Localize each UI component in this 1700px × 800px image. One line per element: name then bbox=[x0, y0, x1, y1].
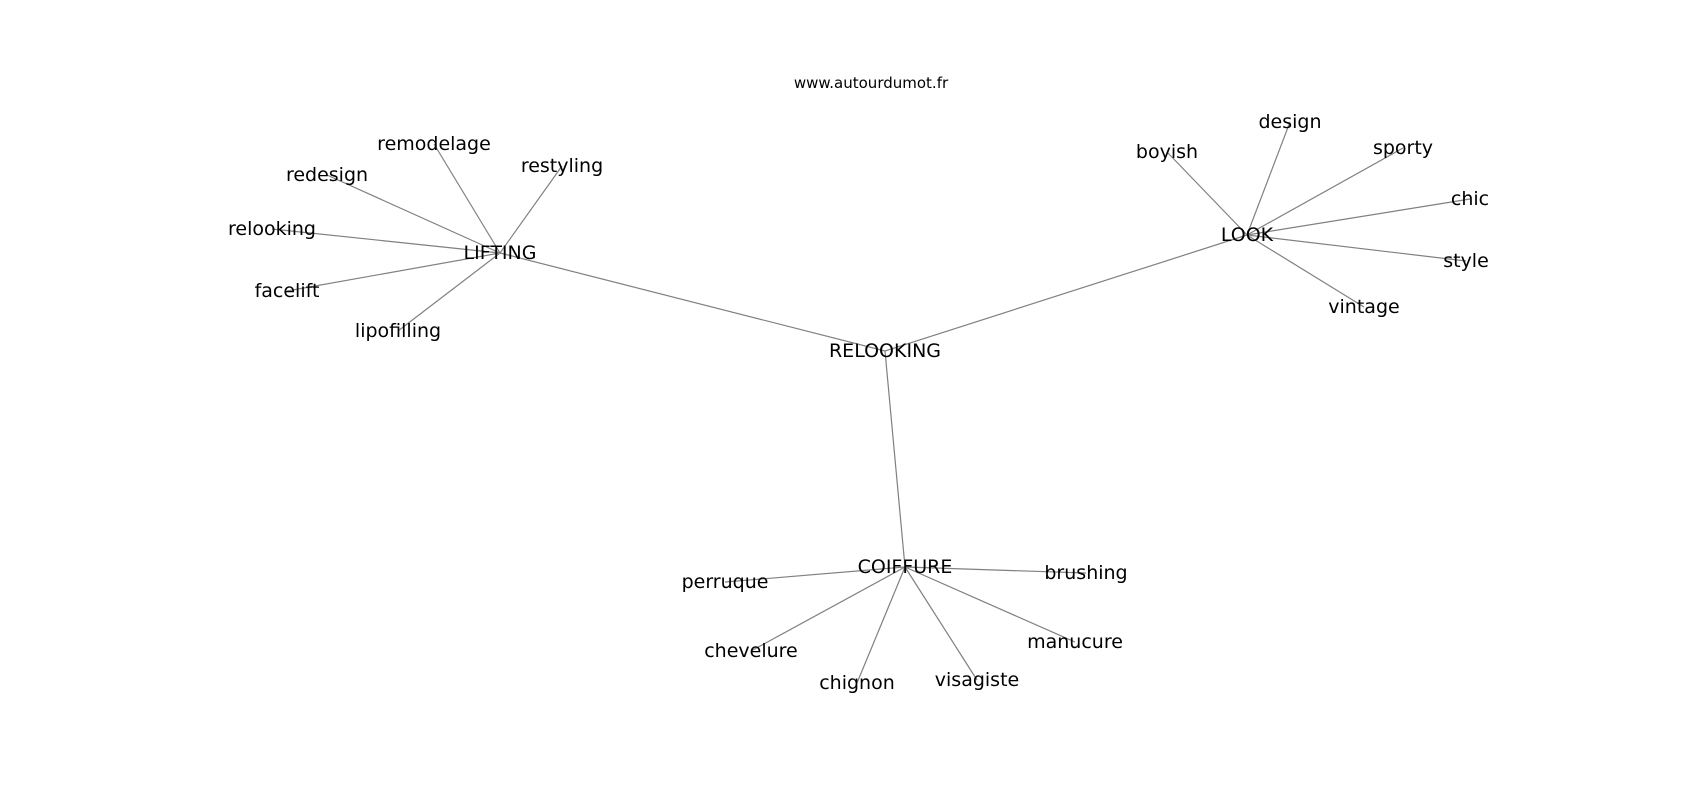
edge-lifting-relooking bbox=[271, 228, 501, 254]
node-label-perruque: perruque bbox=[682, 571, 769, 593]
edge-look-vintage bbox=[1246, 234, 1365, 308]
node-label-relooking_c: RELOOKING bbox=[829, 340, 941, 362]
node-label-lipofilling: lipofilling bbox=[355, 320, 441, 342]
edge-lifting-remodelage bbox=[433, 143, 501, 254]
node-label-boyish: boyish bbox=[1136, 141, 1198, 163]
edge-look-sporty bbox=[1246, 147, 1404, 236]
labels-layer: RELOOKING LIFTING LOOK COIFFURE remodelage re… bbox=[228, 111, 1489, 694]
node-label-chevelure: chevelure bbox=[704, 640, 798, 662]
edge-lifting-redesign bbox=[326, 174, 501, 254]
node-label-vintage: vintage bbox=[1328, 296, 1399, 318]
watermark-text: www.autourdumot.fr bbox=[794, 74, 949, 92]
node-label-redesign: redesign bbox=[286, 164, 368, 186]
edge-coiffure-chignon bbox=[856, 566, 906, 684]
edge-coiffure-brushing bbox=[904, 566, 1087, 574]
edge-relooking_c-look bbox=[884, 234, 1248, 352]
node-label-style: style bbox=[1443, 250, 1489, 272]
node-label-look: LOOK bbox=[1221, 224, 1274, 246]
node-label-relooking: relooking bbox=[228, 218, 316, 240]
node-label-brushing: brushing bbox=[1044, 562, 1127, 584]
edge-lifting-restyling bbox=[499, 165, 563, 254]
edge-lifting-lipofilling bbox=[397, 252, 501, 332]
edge-lifting-facelift bbox=[286, 252, 501, 292]
node-label-design: design bbox=[1258, 111, 1321, 133]
node-label-chic: chic bbox=[1451, 188, 1489, 210]
node-label-sporty: sporty bbox=[1373, 137, 1433, 159]
edge-coiffure-perruque bbox=[724, 566, 906, 583]
edge-look-chic bbox=[1246, 198, 1471, 236]
edge-coiffure-manucure bbox=[904, 566, 1076, 643]
node-label-lifting: LIFTING bbox=[464, 242, 537, 264]
edge-look-boyish bbox=[1166, 151, 1248, 236]
node-label-remodelage: remodelage bbox=[377, 133, 491, 155]
edge-relooking_c-coiffure bbox=[884, 350, 906, 568]
edge-coiffure-chevelure bbox=[750, 566, 906, 652]
node-label-restyling: restyling bbox=[521, 155, 603, 177]
edge-relooking_c-lifting bbox=[499, 252, 886, 352]
node-label-chignon: chignon bbox=[819, 672, 895, 694]
node-label-facelift: facelift bbox=[255, 280, 320, 302]
edges-layer bbox=[271, 121, 1471, 684]
edge-look-design bbox=[1246, 121, 1291, 236]
node-label-manucure: manucure bbox=[1027, 631, 1123, 653]
edge-coiffure-visagiste bbox=[904, 566, 978, 681]
node-label-coiffure: COIFFURE bbox=[858, 556, 953, 578]
node-label-visagiste: visagiste bbox=[935, 669, 1019, 691]
edge-look-style bbox=[1246, 234, 1467, 262]
